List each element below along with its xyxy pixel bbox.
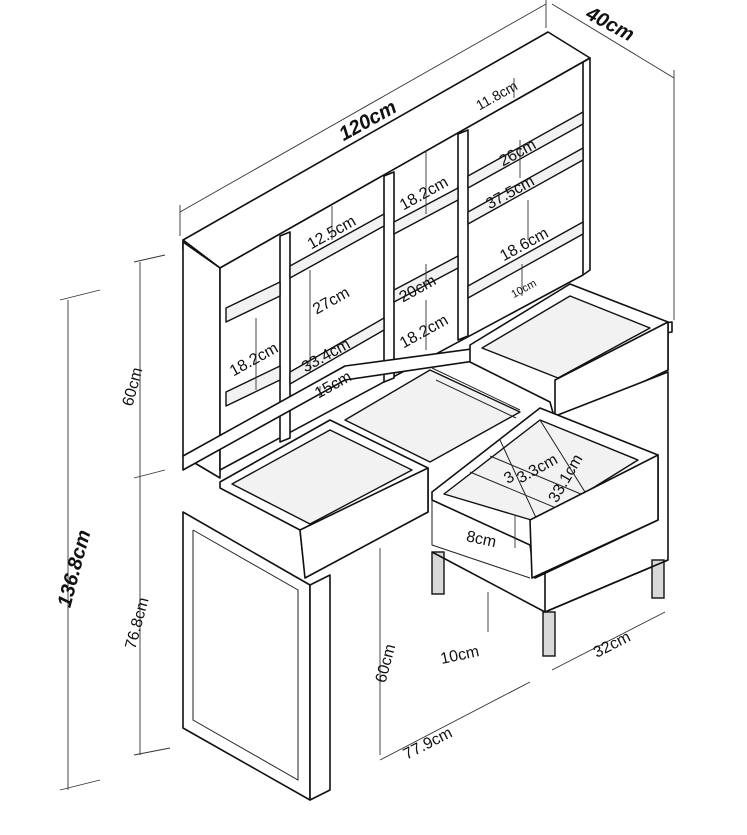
label-depth: 40cm xyxy=(581,2,637,46)
label-drawer-depth: 8cm xyxy=(465,528,498,551)
leg-back-right xyxy=(651,559,665,599)
dim-line-cabinet-width xyxy=(551,611,666,671)
middle-drawer-front xyxy=(529,454,659,579)
right-top-drawer-front xyxy=(554,321,669,425)
shelf-left-2 xyxy=(225,365,281,407)
drawer-rail-2 xyxy=(435,379,517,419)
left-cabinet-front xyxy=(182,511,311,801)
shelf-mid-1 xyxy=(289,213,385,279)
left-cabinet-side xyxy=(309,574,331,801)
shelf-right-2 xyxy=(467,147,584,225)
label-desk-height: 76.8cm xyxy=(123,596,153,651)
leg-front-right xyxy=(542,611,556,657)
label-drawer-lift: 10cm xyxy=(439,643,481,668)
label-leg-clearance: 60cm xyxy=(373,642,400,684)
left-drawer-front xyxy=(299,467,429,579)
right-top-drawer-inside xyxy=(481,295,651,379)
middle-drawer-side xyxy=(431,500,531,579)
left-cabinet-frame xyxy=(192,529,299,781)
drawer-rail xyxy=(431,367,521,411)
drawer-divider-3 xyxy=(499,439,539,523)
shelf-left-1 xyxy=(225,281,281,323)
divider-center-right xyxy=(457,129,469,341)
shelf-mid-2 xyxy=(289,317,385,385)
dim-line-width xyxy=(179,3,547,213)
dim-line-depth xyxy=(551,3,675,79)
left-drawer-inside xyxy=(231,429,413,525)
desk-center-recess xyxy=(344,369,521,463)
leg-front-left xyxy=(431,551,445,595)
label-total-height: 136.8cm xyxy=(54,528,96,610)
shelf-right-3 xyxy=(467,221,584,299)
divider-center-left xyxy=(383,171,395,383)
hutch-left-side xyxy=(182,241,221,479)
shelf-right-1 xyxy=(467,111,584,189)
hutch-right-edge xyxy=(582,57,591,276)
label-cabinet-width: 32cm xyxy=(591,629,634,662)
right-cabinet-base xyxy=(431,551,669,613)
label-desk-width: 77.9cm xyxy=(401,724,455,763)
drawer-divider-4 xyxy=(539,419,591,501)
label-hutch-height: 60cm xyxy=(120,366,147,408)
dim-line-desk-width xyxy=(379,681,531,761)
middle-drawer-inside xyxy=(443,419,639,523)
